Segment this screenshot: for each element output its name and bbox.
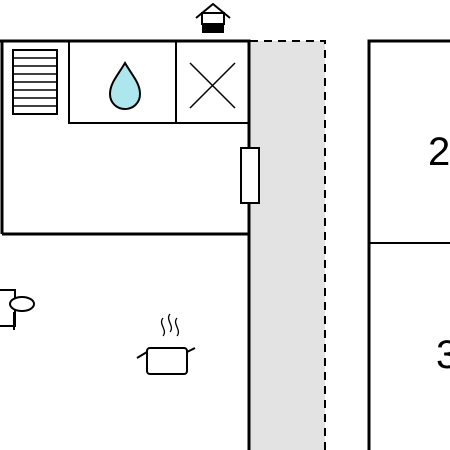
main-exterior-wall <box>0 39 251 450</box>
bathroom-wall <box>68 41 249 124</box>
corridor-area <box>250 41 325 450</box>
corridor-dashed-border <box>250 40 326 450</box>
stairs-icon <box>12 49 58 115</box>
water-drop-icon <box>108 61 142 111</box>
entrance-house-icon <box>195 2 231 33</box>
room-label-3: 3 <box>436 333 450 377</box>
cooking-pot-icon <box>136 313 196 375</box>
cross-icon <box>189 62 236 109</box>
armchair-icon <box>0 289 35 330</box>
right-building-wall <box>367 39 450 450</box>
door-icon <box>240 147 260 204</box>
room-label-2: 2 <box>428 130 450 174</box>
